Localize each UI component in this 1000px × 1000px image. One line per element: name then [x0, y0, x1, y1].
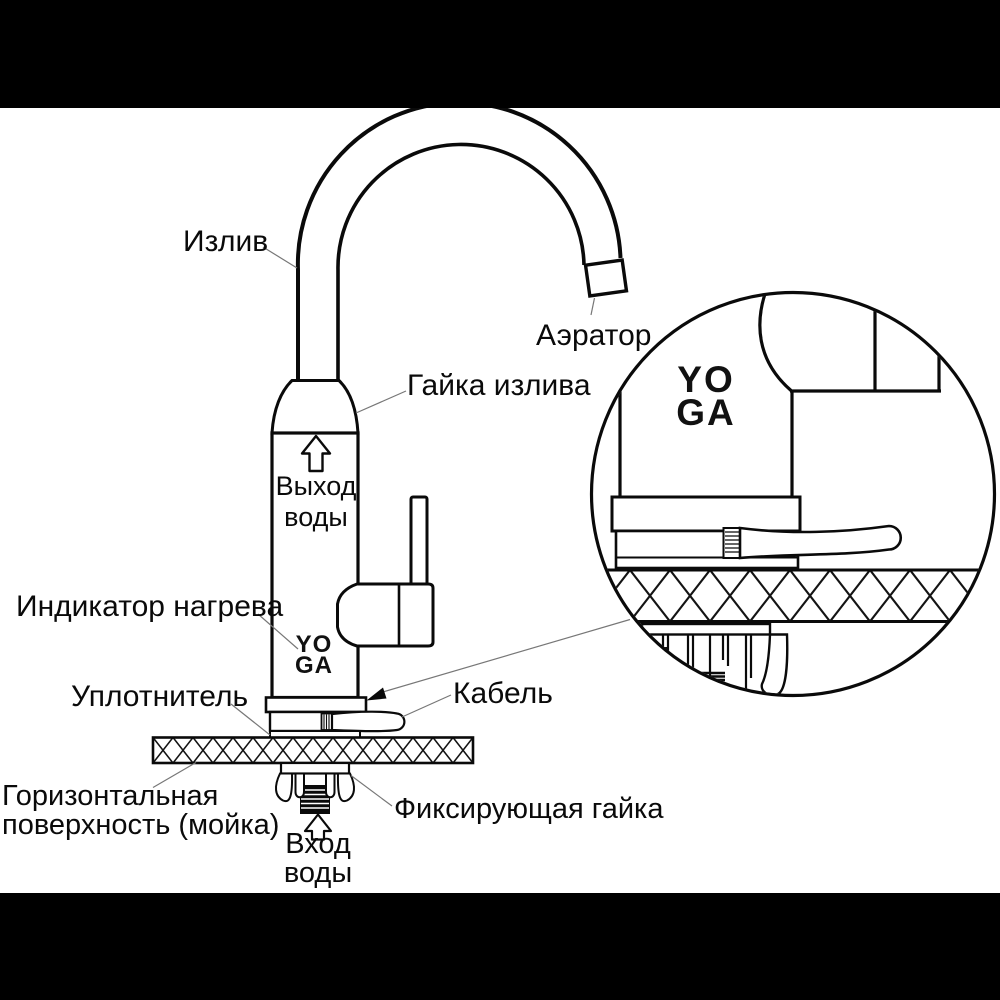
label-water-outlet-line2: воды — [284, 502, 348, 532]
brand-logo-line1: YO — [295, 631, 333, 658]
label-fixing-nut: Фиксирующая гайка — [394, 793, 664, 825]
spout-nut — [270, 379, 360, 435]
detail-power-cable — [738, 524, 902, 560]
label-water-inlet-line2: воды — [283, 856, 353, 889]
label-water-inlet: Вход воды — [284, 830, 352, 887]
detail-brand-logo: YO GA — [676, 359, 736, 433]
detail-cable-connector — [722, 527, 742, 559]
label-horizontal-surface: Горизонтальная поверхность (мойка) — [2, 782, 279, 839]
label-heating-indicator: Индикатор нагрева — [16, 590, 284, 623]
letterbox-top — [0, 0, 1000, 108]
label-spout: Излив — [183, 225, 269, 258]
detail-countertop — [593, 568, 993, 623]
label-water-outlet-line1: Выход — [275, 471, 357, 501]
detail-arrow-icon — [366, 687, 387, 701]
label-horizontal-surface-line2: поверхность (мойка) — [2, 808, 280, 841]
leader-lines — [152, 246, 596, 807]
power-cable — [330, 710, 406, 733]
fixing-nut — [275, 761, 355, 814]
detail-view-connector — [366, 618, 631, 701]
handle-base — [336, 582, 435, 648]
aerator-part — [583, 258, 629, 298]
faucet-body — [270, 431, 360, 700]
water-inlet-arrow-icon — [303, 813, 333, 841]
label-spout-nut: Гайка излива — [407, 369, 591, 402]
label-water-inlet-line1: Вход — [285, 828, 351, 860]
detail-circle — [589, 290, 997, 698]
countertop-surface — [151, 736, 475, 765]
detail-brand-logo-line1: YO — [677, 359, 735, 400]
label-horizontal-surface-line1: Горизонтальная — [2, 780, 219, 812]
water-outlet-arrow-icon — [300, 434, 332, 473]
label-water-outlet: Выход воды — [276, 471, 357, 533]
brand-logo-line2: GA — [295, 652, 333, 679]
handle-lever[interactable] — [409, 495, 429, 591]
label-seal: Уплотнитель — [71, 680, 249, 713]
label-aerator: Аэратор — [536, 319, 652, 352]
letterbox-bottom — [0, 893, 1000, 1000]
label-cable: Кабель — [453, 677, 553, 710]
detail-body-outline — [618, 294, 941, 497]
brand-logo: YO GA — [295, 631, 333, 679]
cable-connector — [320, 712, 334, 731]
detail-brand-logo-line2: GA — [676, 392, 736, 433]
